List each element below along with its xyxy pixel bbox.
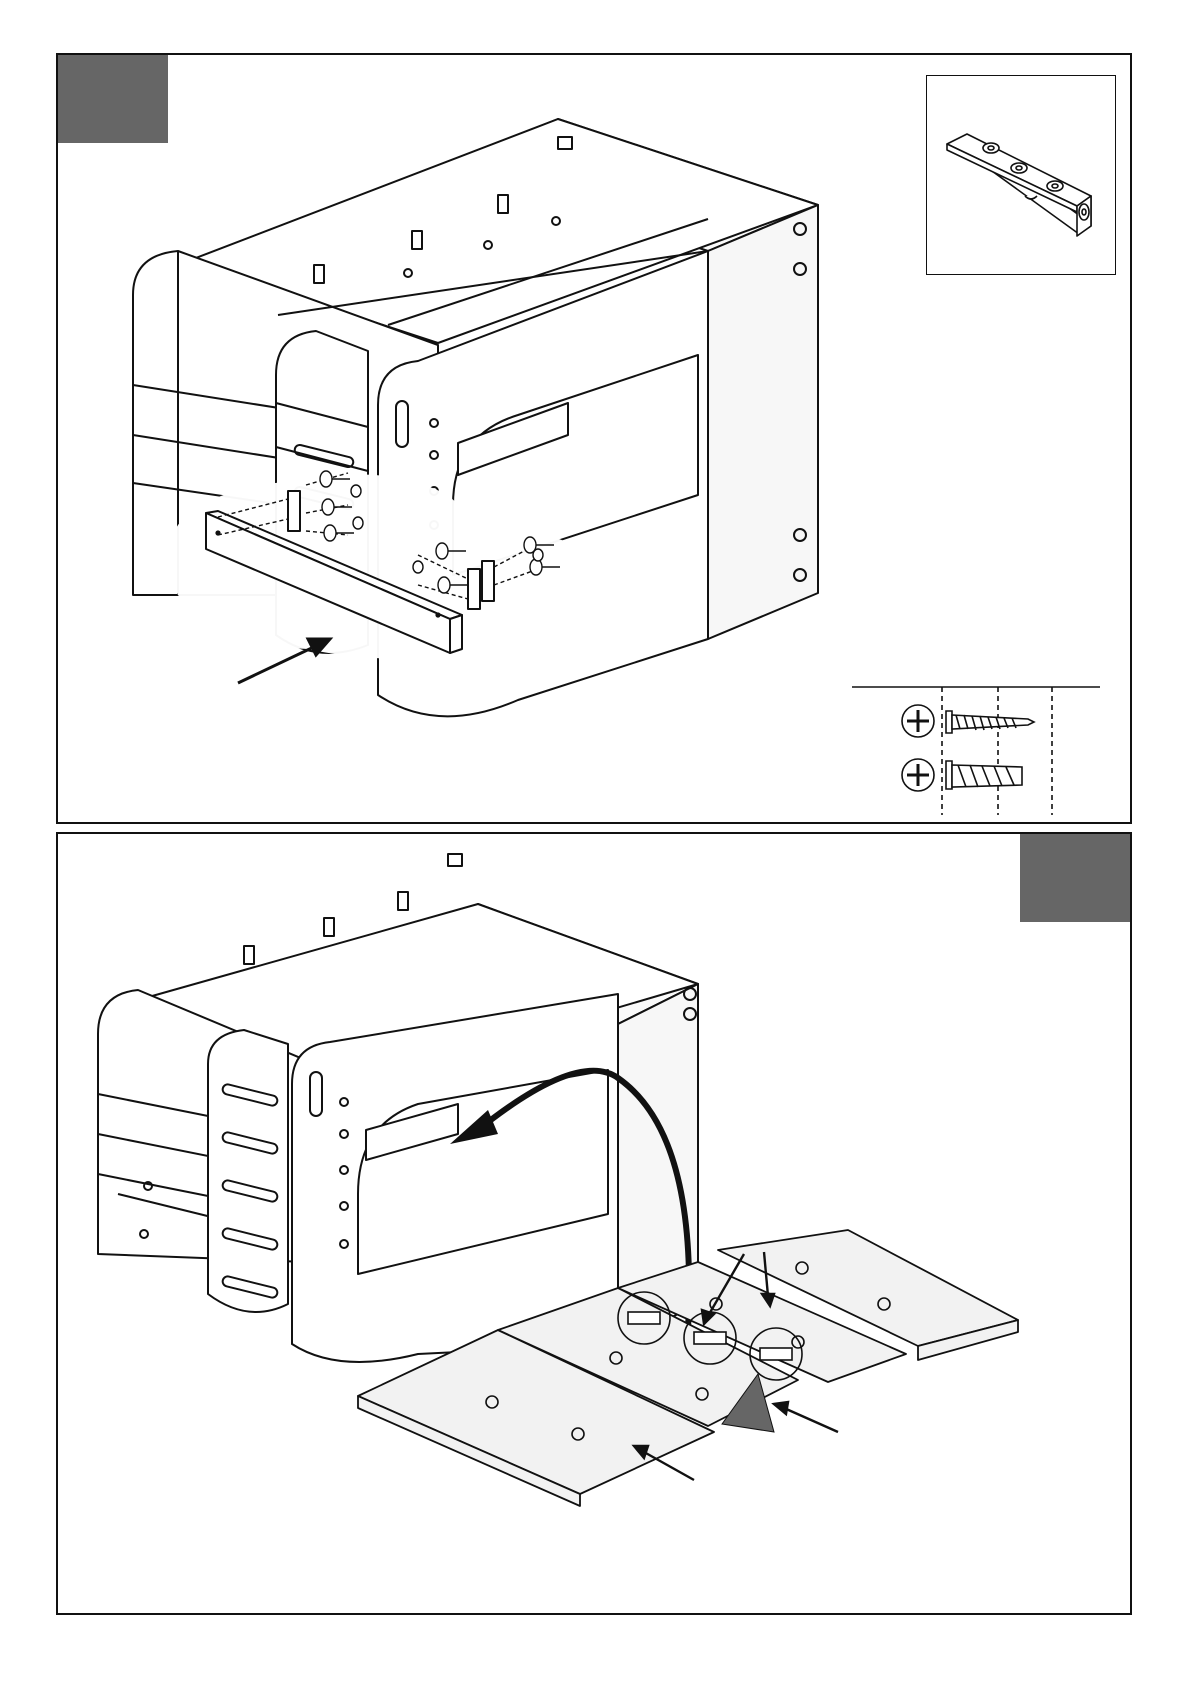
metal-bracket-icon [927, 76, 1117, 276]
screw-legend-graphic [852, 681, 1100, 816]
bed-assembly-illustration-2 [58, 834, 1134, 1617]
assembly-step-panel-2 [56, 832, 1132, 1615]
assembly-step-panel-1 [56, 53, 1132, 824]
hinge-plate-detail [926, 75, 1116, 275]
hardware-legend [852, 681, 1100, 816]
